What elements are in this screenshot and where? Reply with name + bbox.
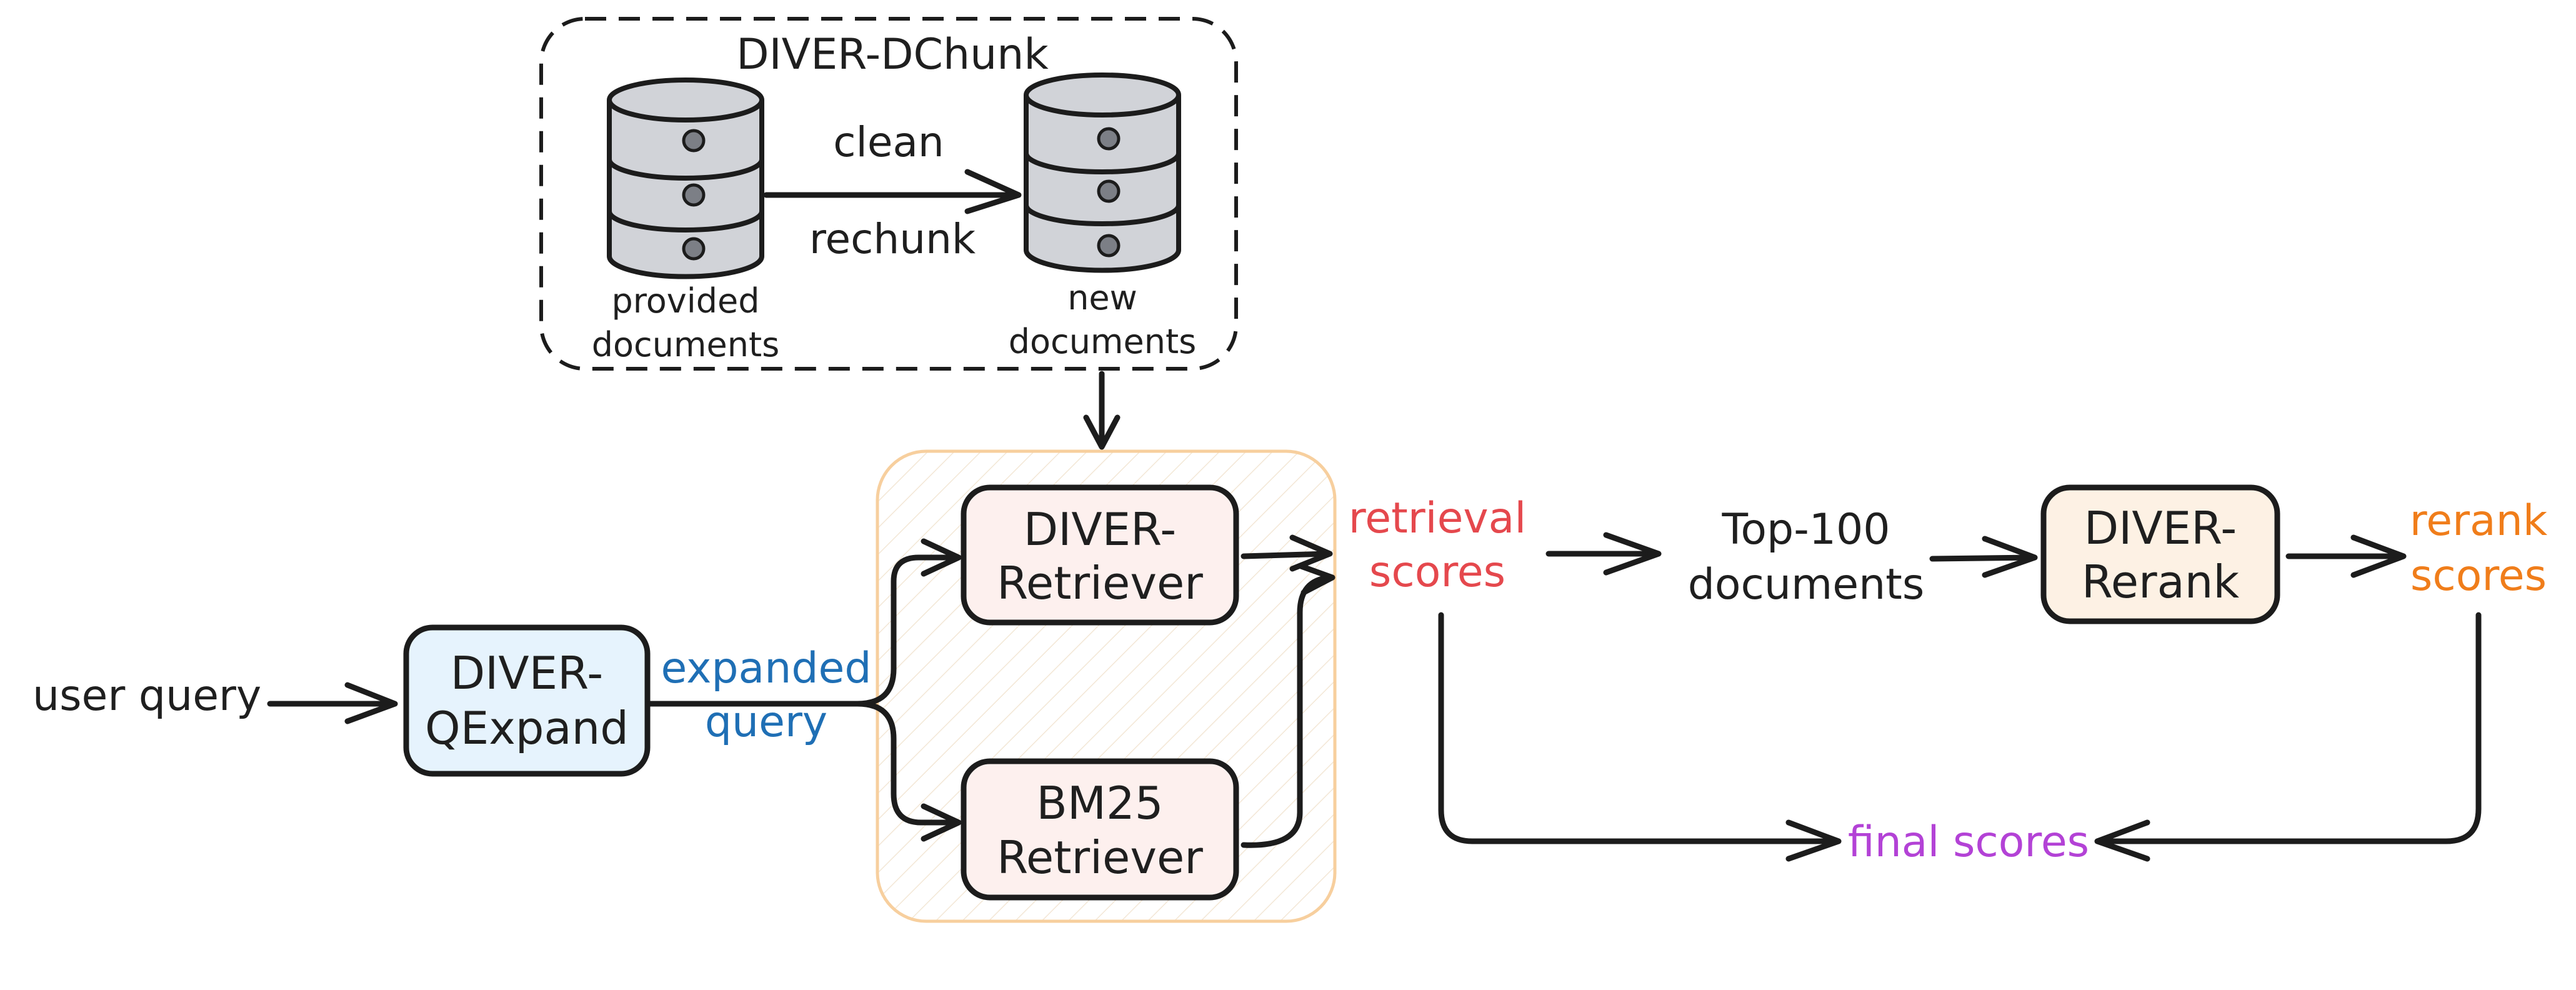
- diver-retriever-box: [961, 484, 1239, 626]
- rerank-to-final-arrowhead: [2094, 819, 2150, 862]
- retrieval-to-final-arrowhead: [1785, 819, 1842, 862]
- bm25-retriever-to-scores-line: [1241, 574, 1333, 848]
- dchunk-group: DIVER-DChunk provided documents new docu…: [539, 17, 1238, 371]
- diver-rerank-box: [2040, 484, 2280, 624]
- new-documents-label-line1: new: [1067, 278, 1137, 318]
- top100-to-rerank-line: [1929, 554, 2035, 562]
- rerank-to-final-line: [2098, 612, 2482, 844]
- top100-label-line2: documents: [1688, 560, 1925, 609]
- retrieval-scores-label-line2: scores: [1369, 548, 1505, 597]
- rerank-scores-label-line2: scores: [2410, 551, 2547, 601]
- rechunk-label: rechunk: [809, 215, 976, 263]
- fork-to-bm25-retriever-line: [854, 701, 959, 826]
- fork-to-diver-retriever-arrowhead: [921, 538, 962, 577]
- bm25-retriever-box: [961, 758, 1239, 901]
- dchunk-to-retrievers-arrowhead: [1083, 414, 1121, 450]
- diver-retriever-label-line1: DIVER-: [1024, 503, 1177, 556]
- bm25-retriever-label-line1: BM25: [1036, 777, 1163, 829]
- user-query-label: user query: [32, 671, 261, 721]
- diver-retriever-label-line2: Retriever: [997, 557, 1203, 609]
- provided-documents-label-line1: provided: [611, 281, 759, 321]
- final-scores-label: final scores: [1848, 818, 2089, 867]
- bm25-retriever-to-scores-arrowhead: [1298, 563, 1335, 596]
- provided-documents-label-line2: documents: [592, 325, 780, 364]
- diver-rerank-label-line2: Rerank: [2082, 556, 2239, 608]
- diver-retriever-to-scores-arrowhead: [1289, 534, 1333, 572]
- diver-rerank-label-line1: DIVER-: [2084, 502, 2237, 554]
- rerank-scores-label-line1: rerank: [2410, 496, 2548, 546]
- clean-rechunk-arrowhead: [964, 169, 1022, 214]
- retrieval-to-final-line: [1438, 612, 1834, 844]
- top100-label-line1: Top-100: [1721, 505, 1890, 554]
- expanded-query-label-line1: expanded: [661, 644, 872, 693]
- rerank-to-scores-arrowhead: [2350, 534, 2407, 578]
- diver-qexpand-label-line1: DIVER-: [451, 647, 604, 699]
- clean-label: clean: [833, 118, 944, 166]
- fork-to-diver-retriever-line: [854, 554, 959, 707]
- top100-to-rerank-arrowhead: [1982, 536, 2038, 578]
- provided-documents-database-icon: [607, 78, 764, 279]
- diver-qexpand-label-line2: QExpand: [425, 702, 629, 754]
- bm25-retriever-label-line2: Retriever: [997, 831, 1203, 884]
- new-documents-label-line2: documents: [1009, 322, 1197, 361]
- diver-qexpand-box: [403, 624, 651, 777]
- dchunk-title: DIVER-DChunk: [736, 30, 1049, 79]
- new-documents-database-icon: [1024, 72, 1181, 273]
- retrieval-scores-label-line1: retrieval: [1349, 494, 1526, 543]
- fork-to-bm25-retriever-arrowhead: [921, 803, 962, 842]
- user-query-arrowhead: [344, 682, 398, 724]
- scores-to-top100-arrowhead: [1603, 532, 1662, 576]
- dchunk-group-border: [539, 17, 1238, 371]
- diver-retriever-to-scores-line: [1241, 551, 1330, 559]
